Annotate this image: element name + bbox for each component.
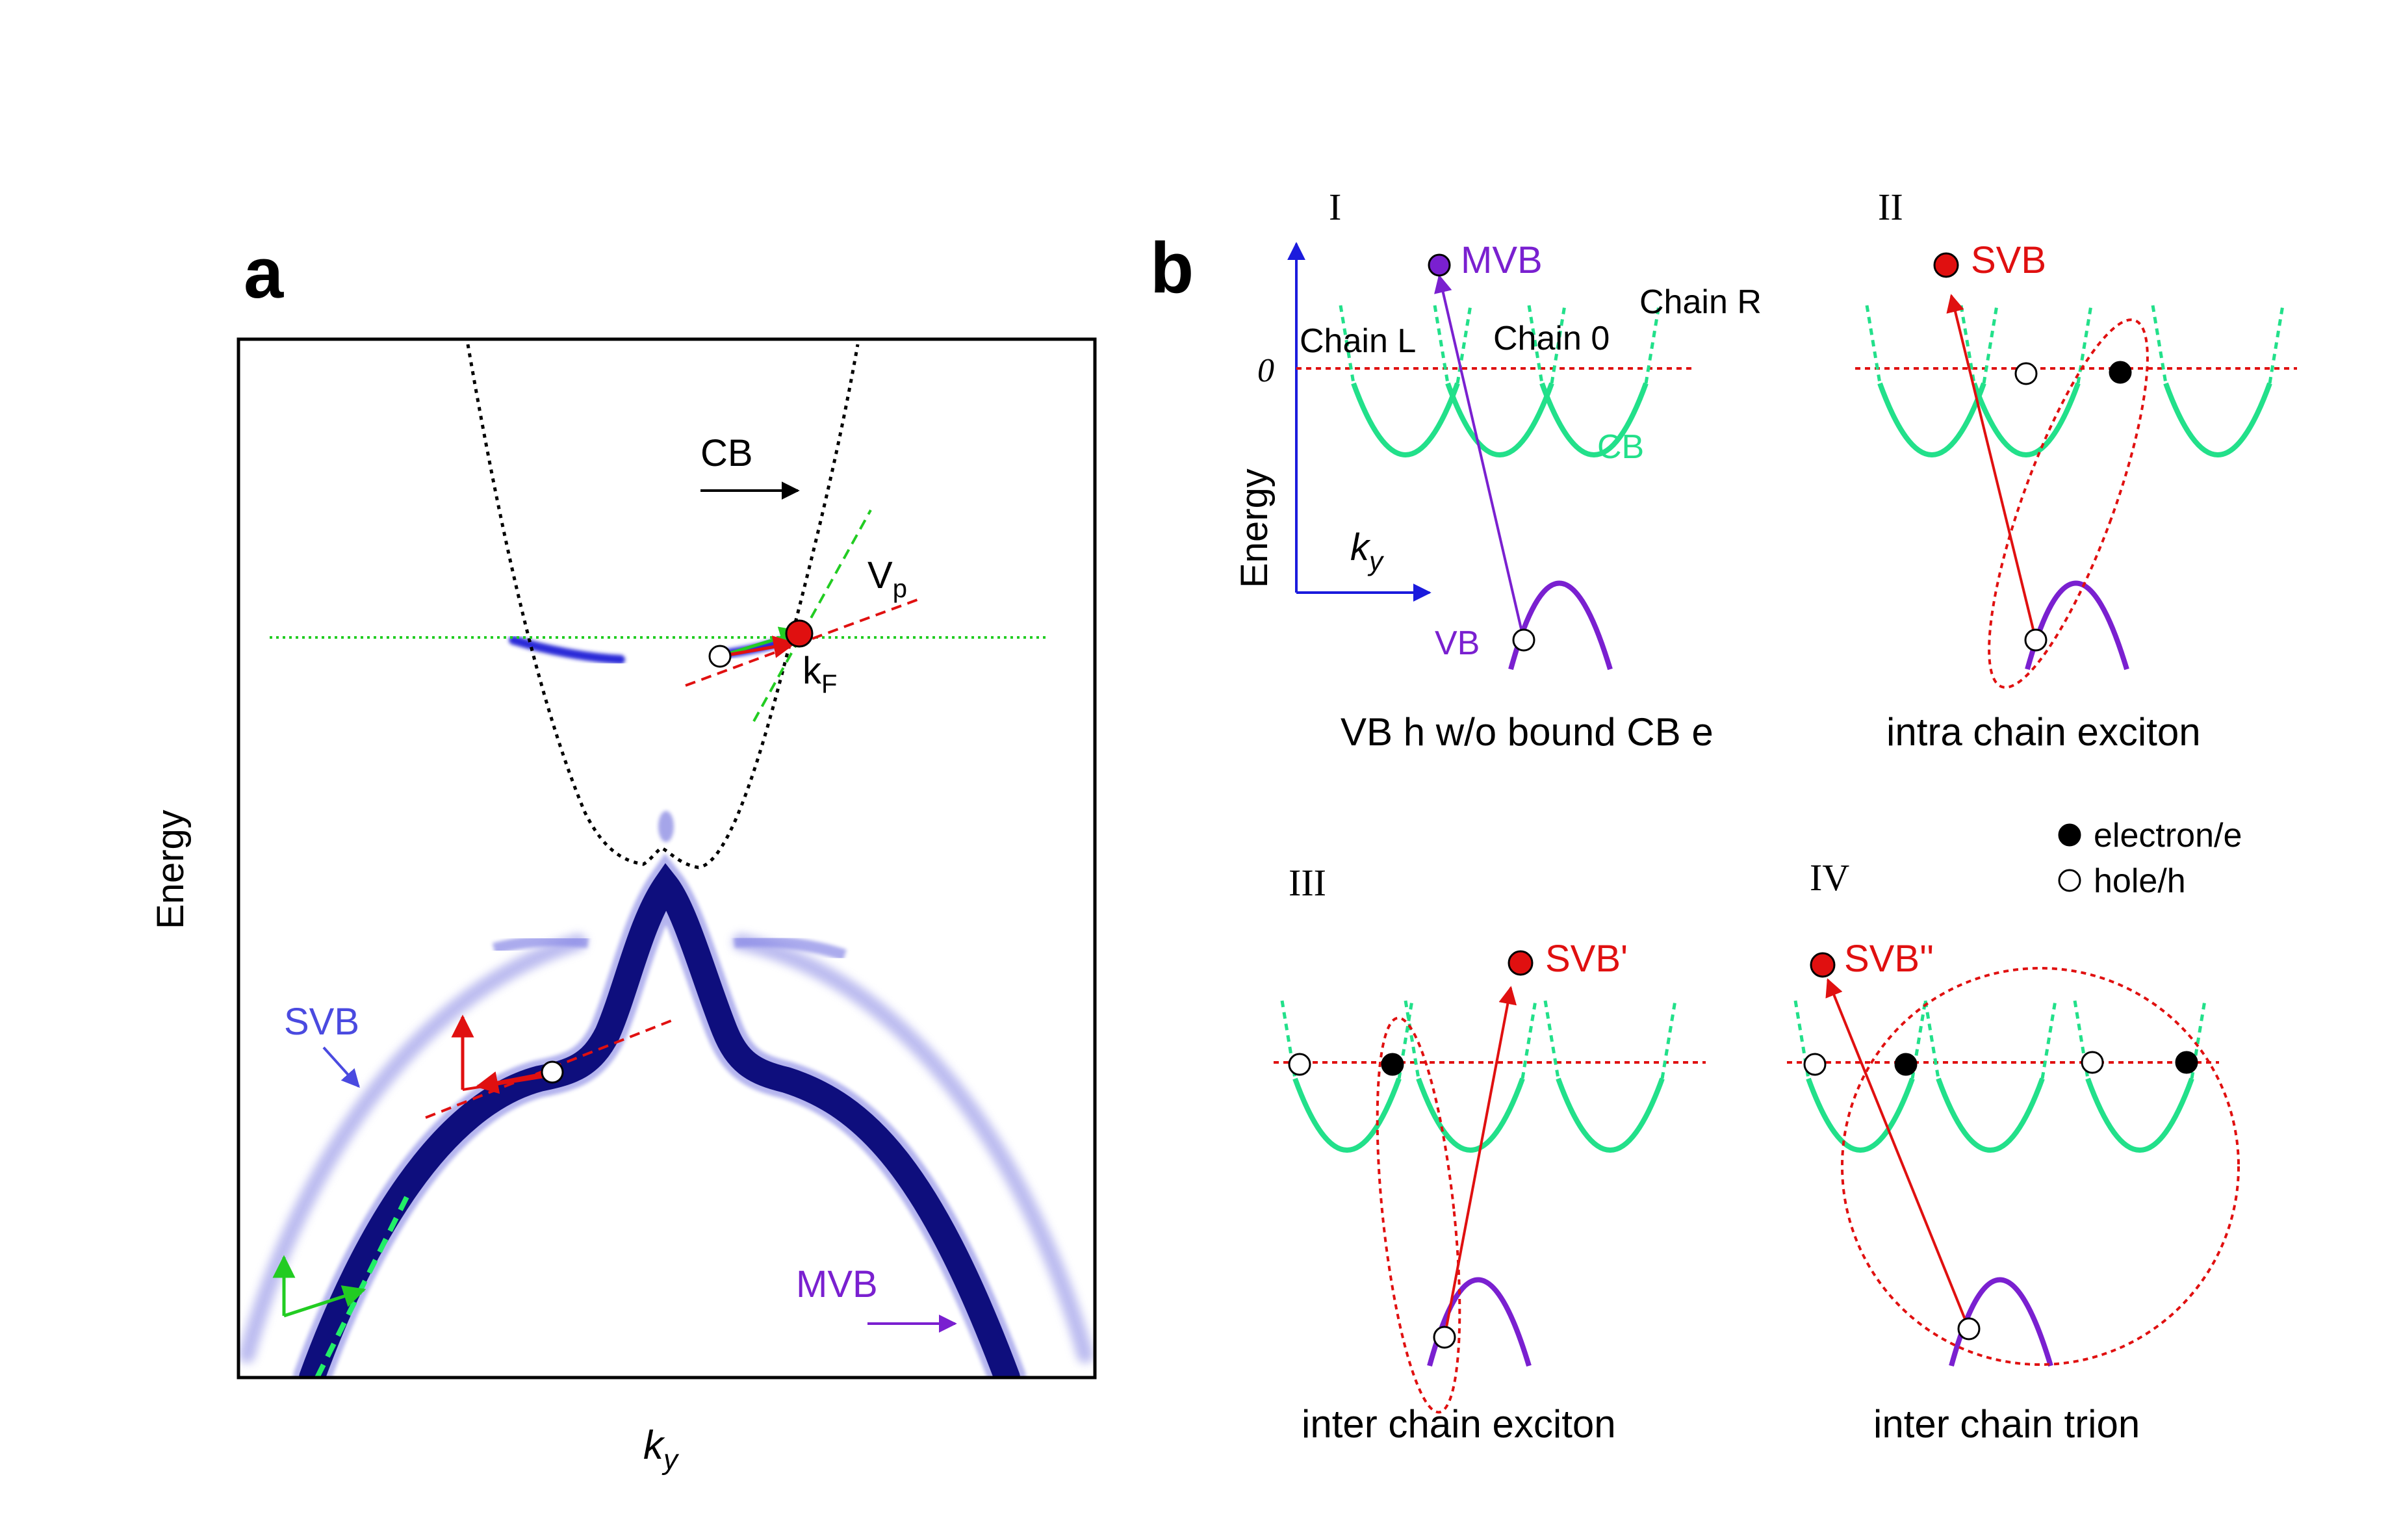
hole-I [1512, 628, 1535, 652]
svb-left-shoulder [492, 934, 589, 955]
cb-bottom-spot [658, 811, 674, 842]
vb-label-b: VB [1435, 624, 1480, 662]
cb-parabolas-IV-dotted [1793, 1000, 2207, 1079]
svb-right-shoulder [733, 935, 847, 961]
subpanel-III-roman: III [1289, 862, 1326, 904]
mvb-main-band-glow [293, 853, 1026, 1378]
svb-left-faint-band [238, 934, 587, 1363]
mvb-red-axis-horizontal [462, 1074, 553, 1091]
subpanel-IV-roman: IV [1810, 856, 1849, 899]
cb-parabolas-III [1292, 1077, 1665, 1153]
mvb-tangent-green-dashed [315, 1188, 413, 1378]
exciton-ellipse-III [1376, 1016, 1461, 1414]
subpanel-II-caption: intra chain exciton [1886, 710, 2201, 754]
kf-label: kF [802, 650, 837, 699]
chain-label-0: Chain 0 [1493, 320, 1610, 357]
hole-IV-cb-1 [1803, 1053, 1827, 1076]
subpanel-I-caption: VB h w/o bound CB e [1341, 710, 1714, 754]
svb-arrow-a [322, 1046, 360, 1088]
subpanel-I-roman: I [1329, 186, 1341, 228]
subpanel-IV-top-label: SVB'' [1844, 938, 1934, 980]
transition-arrow-III [1443, 986, 1517, 1338]
electron-IV-cb-1 [1894, 1053, 1918, 1076]
vb-parabola-I [1508, 580, 1613, 671]
subpanel-III: III SVB' inter chain exciton [1274, 862, 1706, 1446]
kf-electron-red-dot [785, 619, 814, 648]
legend-hole-marker [2058, 869, 2081, 892]
green-arrow-diag [283, 1285, 366, 1318]
legend-electron-label: electron/e [2094, 817, 2242, 854]
cb-label-a: CB [700, 432, 753, 474]
svb-prime-final-state-dot [1508, 950, 1534, 976]
subpanel-III-top-label: SVB' [1545, 938, 1628, 980]
subpanel-IV: IV SVB'' inter chain trion [1787, 856, 2240, 1446]
panel-a-plot-area [238, 344, 1094, 1378]
velocity-red-arrow [719, 635, 797, 658]
hole-III-cb [1288, 1053, 1311, 1076]
transition-arrow-II [1946, 294, 2037, 641]
electron-III-cb [1381, 1053, 1404, 1076]
transition-arrow-I [1434, 274, 1525, 641]
legend-electron-marker [2058, 823, 2081, 847]
panel-a-ylabel: Energy [149, 810, 192, 929]
svb-right-faint-band [732, 934, 1094, 1363]
subpanel-II-top-label: SVB [1971, 239, 2046, 281]
svb-final-state-dot [1933, 252, 1959, 278]
panel-b-letter: b [1150, 228, 1194, 308]
cb-dotted-parabola [466, 344, 860, 869]
subpanel-II-roman: II [1878, 186, 1903, 228]
legend-hole-label: hole/h [2094, 862, 2186, 900]
cb-parabolas-I [1351, 382, 1649, 457]
cb-parabolas-II [1877, 382, 2272, 457]
svb-label-a: SVB [284, 1001, 359, 1043]
hole-IV-cb-2 [2081, 1051, 2104, 1074]
vb-parabola-III [1427, 1277, 1532, 1367]
hole-II-vb [2024, 628, 2048, 652]
cb-label-b: CB [1597, 428, 1644, 466]
cb-parabolas-III-dotted [1280, 1000, 1677, 1079]
transition-arrow-IV [1825, 978, 1970, 1329]
panel-a: a [149, 233, 1097, 1476]
mvb-main-band [299, 863, 1020, 1378]
electron-IV-cb-2 [2175, 1051, 2198, 1074]
panel-a-letter: a [244, 233, 284, 313]
mvb-tangent-red-dashed [425, 1019, 673, 1119]
hole-III-vb [1433, 1326, 1456, 1349]
cb-parabolas-II-dotted [1865, 305, 2285, 384]
chain-label-L: Chain L [1300, 322, 1416, 360]
mvb-final-state-dot [1428, 253, 1451, 277]
cb-parabolas-IV [1806, 1077, 2194, 1153]
cb-parabolas-I-dotted [1339, 305, 1661, 384]
exciton-ellipse-II [1988, 318, 2149, 689]
legend: electron/e hole/h [2058, 817, 2242, 900]
kf-hole-circle [708, 645, 732, 668]
panel-b-ylabel: Energy [1233, 468, 1276, 588]
panel-a-xlabel: ky [643, 1423, 680, 1476]
hole-II-cb [2014, 362, 2038, 385]
zero-energy-label: 0 [1257, 352, 1274, 389]
chain-label-R: Chain R [1639, 283, 1762, 321]
mvb-label-a: MVB [796, 1263, 878, 1305]
subpanel-II: II SVB intra chain exciton [1855, 186, 2297, 754]
subpanel-I-top-label: MVB [1461, 239, 1543, 281]
svb-double-prime-final-state-dot [1810, 952, 1836, 978]
panel-b: b I Energy ky 0 Chain L Chain 0 [1150, 186, 2297, 1446]
vp-label: Vp [867, 554, 907, 603]
trion-circle-IV [1841, 967, 2240, 1366]
subpanel-IV-caption: inter chain trion [1873, 1402, 2140, 1446]
subpanel-I: I Energy ky 0 Chain L Chain 0 Chain R CB [1233, 186, 1762, 754]
panel-b-xlabel: ky [1350, 526, 1385, 576]
hole-IV-vb [1957, 1317, 1981, 1341]
tangent-green-dashed-kf [752, 509, 872, 722]
subpanel-III-caption: inter chain exciton [1302, 1402, 1616, 1446]
panel-a-frame [237, 337, 1097, 1380]
vb-parabola-II [2025, 580, 2129, 671]
cb-left-feature [509, 635, 625, 664]
electron-II-cb [2109, 361, 2132, 384]
mvb-hole-circle [541, 1060, 564, 1084]
